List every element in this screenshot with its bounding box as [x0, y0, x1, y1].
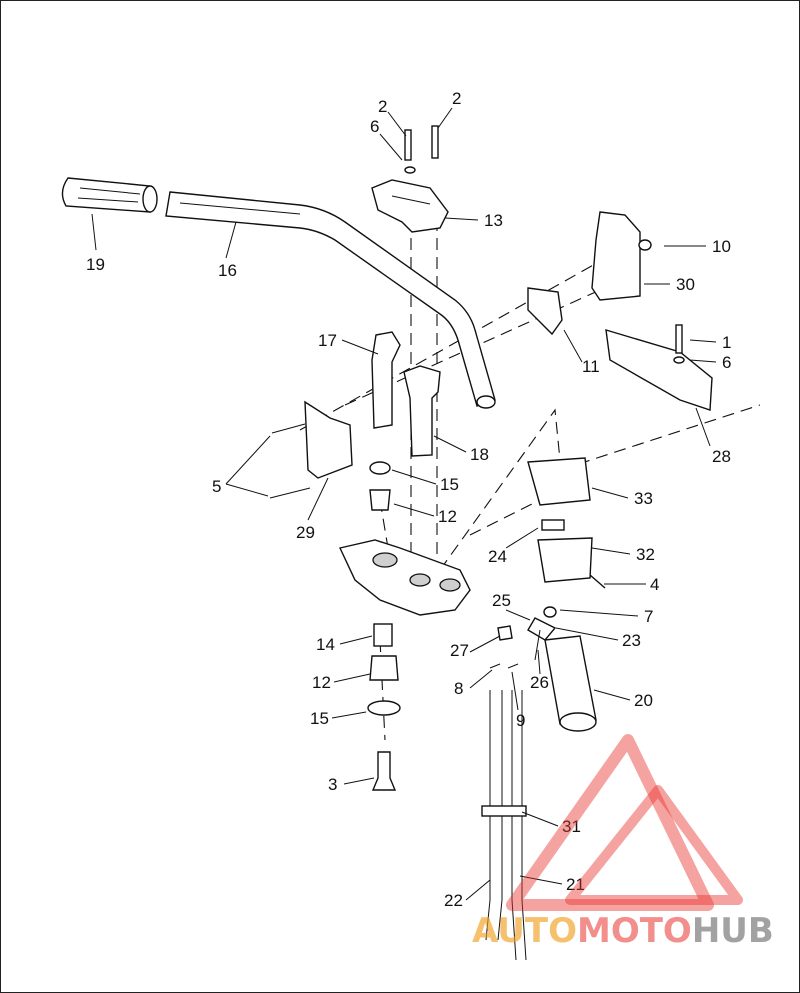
- screws-5: [269, 423, 311, 499]
- callout-6b: 6: [722, 353, 731, 372]
- clip-9: [507, 663, 519, 669]
- upper-clamp-13: [371, 179, 449, 233]
- callout-30: 30: [676, 275, 695, 294]
- bolt-3: [371, 751, 397, 791]
- callout-17: 17: [318, 331, 337, 350]
- callout-27: 27: [450, 641, 469, 660]
- plate-28: [605, 329, 713, 411]
- callout-29: 29: [296, 523, 315, 542]
- cables: [481, 690, 527, 961]
- callout-11: 11: [582, 357, 600, 376]
- cover-29: [304, 400, 353, 479]
- callout-26: 26: [530, 673, 549, 692]
- callout-13: 13: [484, 211, 503, 230]
- callout-15a: 15: [440, 475, 459, 494]
- bolts-2-top: [404, 125, 439, 174]
- clip-11: [527, 287, 563, 336]
- spacer-14: [373, 623, 393, 647]
- callout-8: 8: [454, 679, 463, 698]
- bracket-30: [591, 211, 641, 301]
- callout-22: 22: [444, 891, 463, 910]
- callout-4: 4: [650, 575, 659, 594]
- triple-clamp: [338, 539, 471, 616]
- callout-12a: 12: [438, 507, 457, 526]
- clip-8: [489, 663, 501, 669]
- callout-10: 10: [712, 237, 731, 256]
- watermark-hub: HUB: [692, 911, 774, 951]
- washer-7: [543, 606, 557, 618]
- ferrule-25: [527, 617, 557, 641]
- callout-leaders: [91, 107, 717, 901]
- callout-25: 25: [492, 591, 511, 610]
- callout-1: 1: [722, 333, 731, 352]
- watermark-logo: AUTOMOTOHUB: [472, 734, 774, 951]
- riser-17: [371, 331, 401, 429]
- bolt-1: [673, 324, 685, 364]
- sleeve-24: [541, 519, 565, 531]
- callout-19: 19: [86, 255, 105, 274]
- callout-18: 18: [470, 445, 489, 464]
- callout-32: 32: [636, 545, 655, 564]
- throttle-grip-20: [544, 635, 597, 732]
- callout-3: 3: [328, 775, 337, 794]
- watermark-auto: AUTO: [472, 911, 577, 951]
- watermark-text: AUTOMOTOHUB: [472, 911, 774, 951]
- bushing-12-upper: [369, 489, 391, 511]
- housing-33: [527, 457, 591, 506]
- grip-19: [61, 177, 158, 213]
- callout-16: 16: [218, 261, 237, 280]
- callout-7: 7: [644, 607, 653, 626]
- callout-5: 5: [212, 477, 221, 496]
- callout-6a: 6: [370, 117, 379, 136]
- pin-26: [534, 629, 541, 661]
- callout-20: 20: [634, 691, 653, 710]
- callout-33: 33: [634, 489, 653, 508]
- callout-labels: 2 2 6 13 19 16 10 30 17 11 1 6 18 28 5 1…: [86, 89, 731, 910]
- bushing-12-lower: [369, 655, 399, 681]
- plug-10: [638, 239, 652, 251]
- callout-15b: 15: [310, 709, 329, 728]
- washer-15-upper: [369, 461, 391, 475]
- watermark-moto: MOTO: [577, 911, 692, 951]
- riser-18: [403, 365, 441, 457]
- handlebar-16: [165, 191, 496, 409]
- callout-2b: 2: [452, 89, 461, 108]
- callout-9: 9: [516, 711, 525, 730]
- callout-28: 28: [712, 447, 731, 466]
- callout-2a: 2: [378, 97, 387, 116]
- callout-21: 21: [566, 875, 585, 894]
- callout-12b: 12: [312, 673, 331, 692]
- washer-15-lower: [367, 700, 401, 716]
- callout-24: 24: [488, 547, 507, 566]
- part-27: [497, 625, 513, 641]
- callout-14: 14: [316, 635, 335, 654]
- housing-32: [537, 537, 593, 583]
- screw-4: [589, 574, 606, 589]
- callout-31: 31: [562, 817, 581, 836]
- callout-23: 23: [622, 631, 641, 650]
